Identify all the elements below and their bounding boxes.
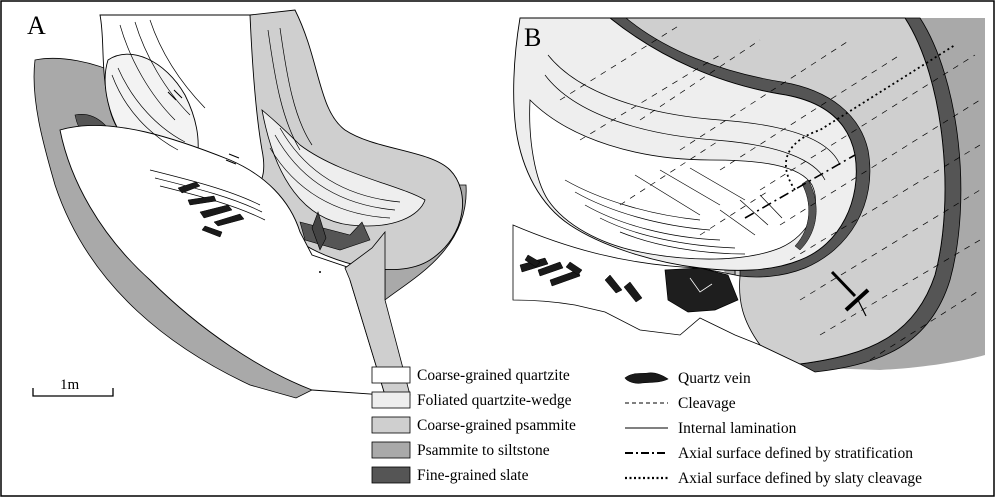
legend-swatch-psammite-siltstone: [372, 442, 410, 458]
legend-label-axial-stratification: Axial surface defined by stratification: [678, 445, 913, 462]
panel-a-label: A: [27, 11, 46, 40]
scale-bar-label: 1m: [60, 377, 80, 393]
legend-label-axial-cleavage: Axial surface defined by slaty cleavage: [678, 470, 922, 487]
legend-label-lamination: Internal lamination: [678, 420, 797, 437]
legend-swatch-coarse-psammite: [372, 417, 410, 433]
legend-label-coarse-psammite: Coarse-grained psammite: [417, 417, 576, 434]
legend-label-cleavage: Cleavage: [678, 395, 736, 412]
panel-a-dot: [319, 271, 321, 273]
legend-label-coarse-quartzite: Coarse-grained quartzite: [417, 367, 570, 384]
legend-swatch-coarse-quartzite: [372, 367, 410, 383]
legend-label-quartz-vein: Quartz vein: [678, 370, 751, 387]
legend-label-slate: Fine-grained slate: [417, 467, 529, 484]
legend-label-psammite-siltstone: Psammite to siltstone: [417, 442, 550, 459]
legend-swatch-slate: [372, 467, 410, 483]
panel-b-label: B: [524, 23, 541, 52]
legend-label-foliated-wedge: Foliated quartzite-wedge: [417, 392, 572, 409]
legend-swatch-foliated-wedge: [372, 392, 410, 408]
